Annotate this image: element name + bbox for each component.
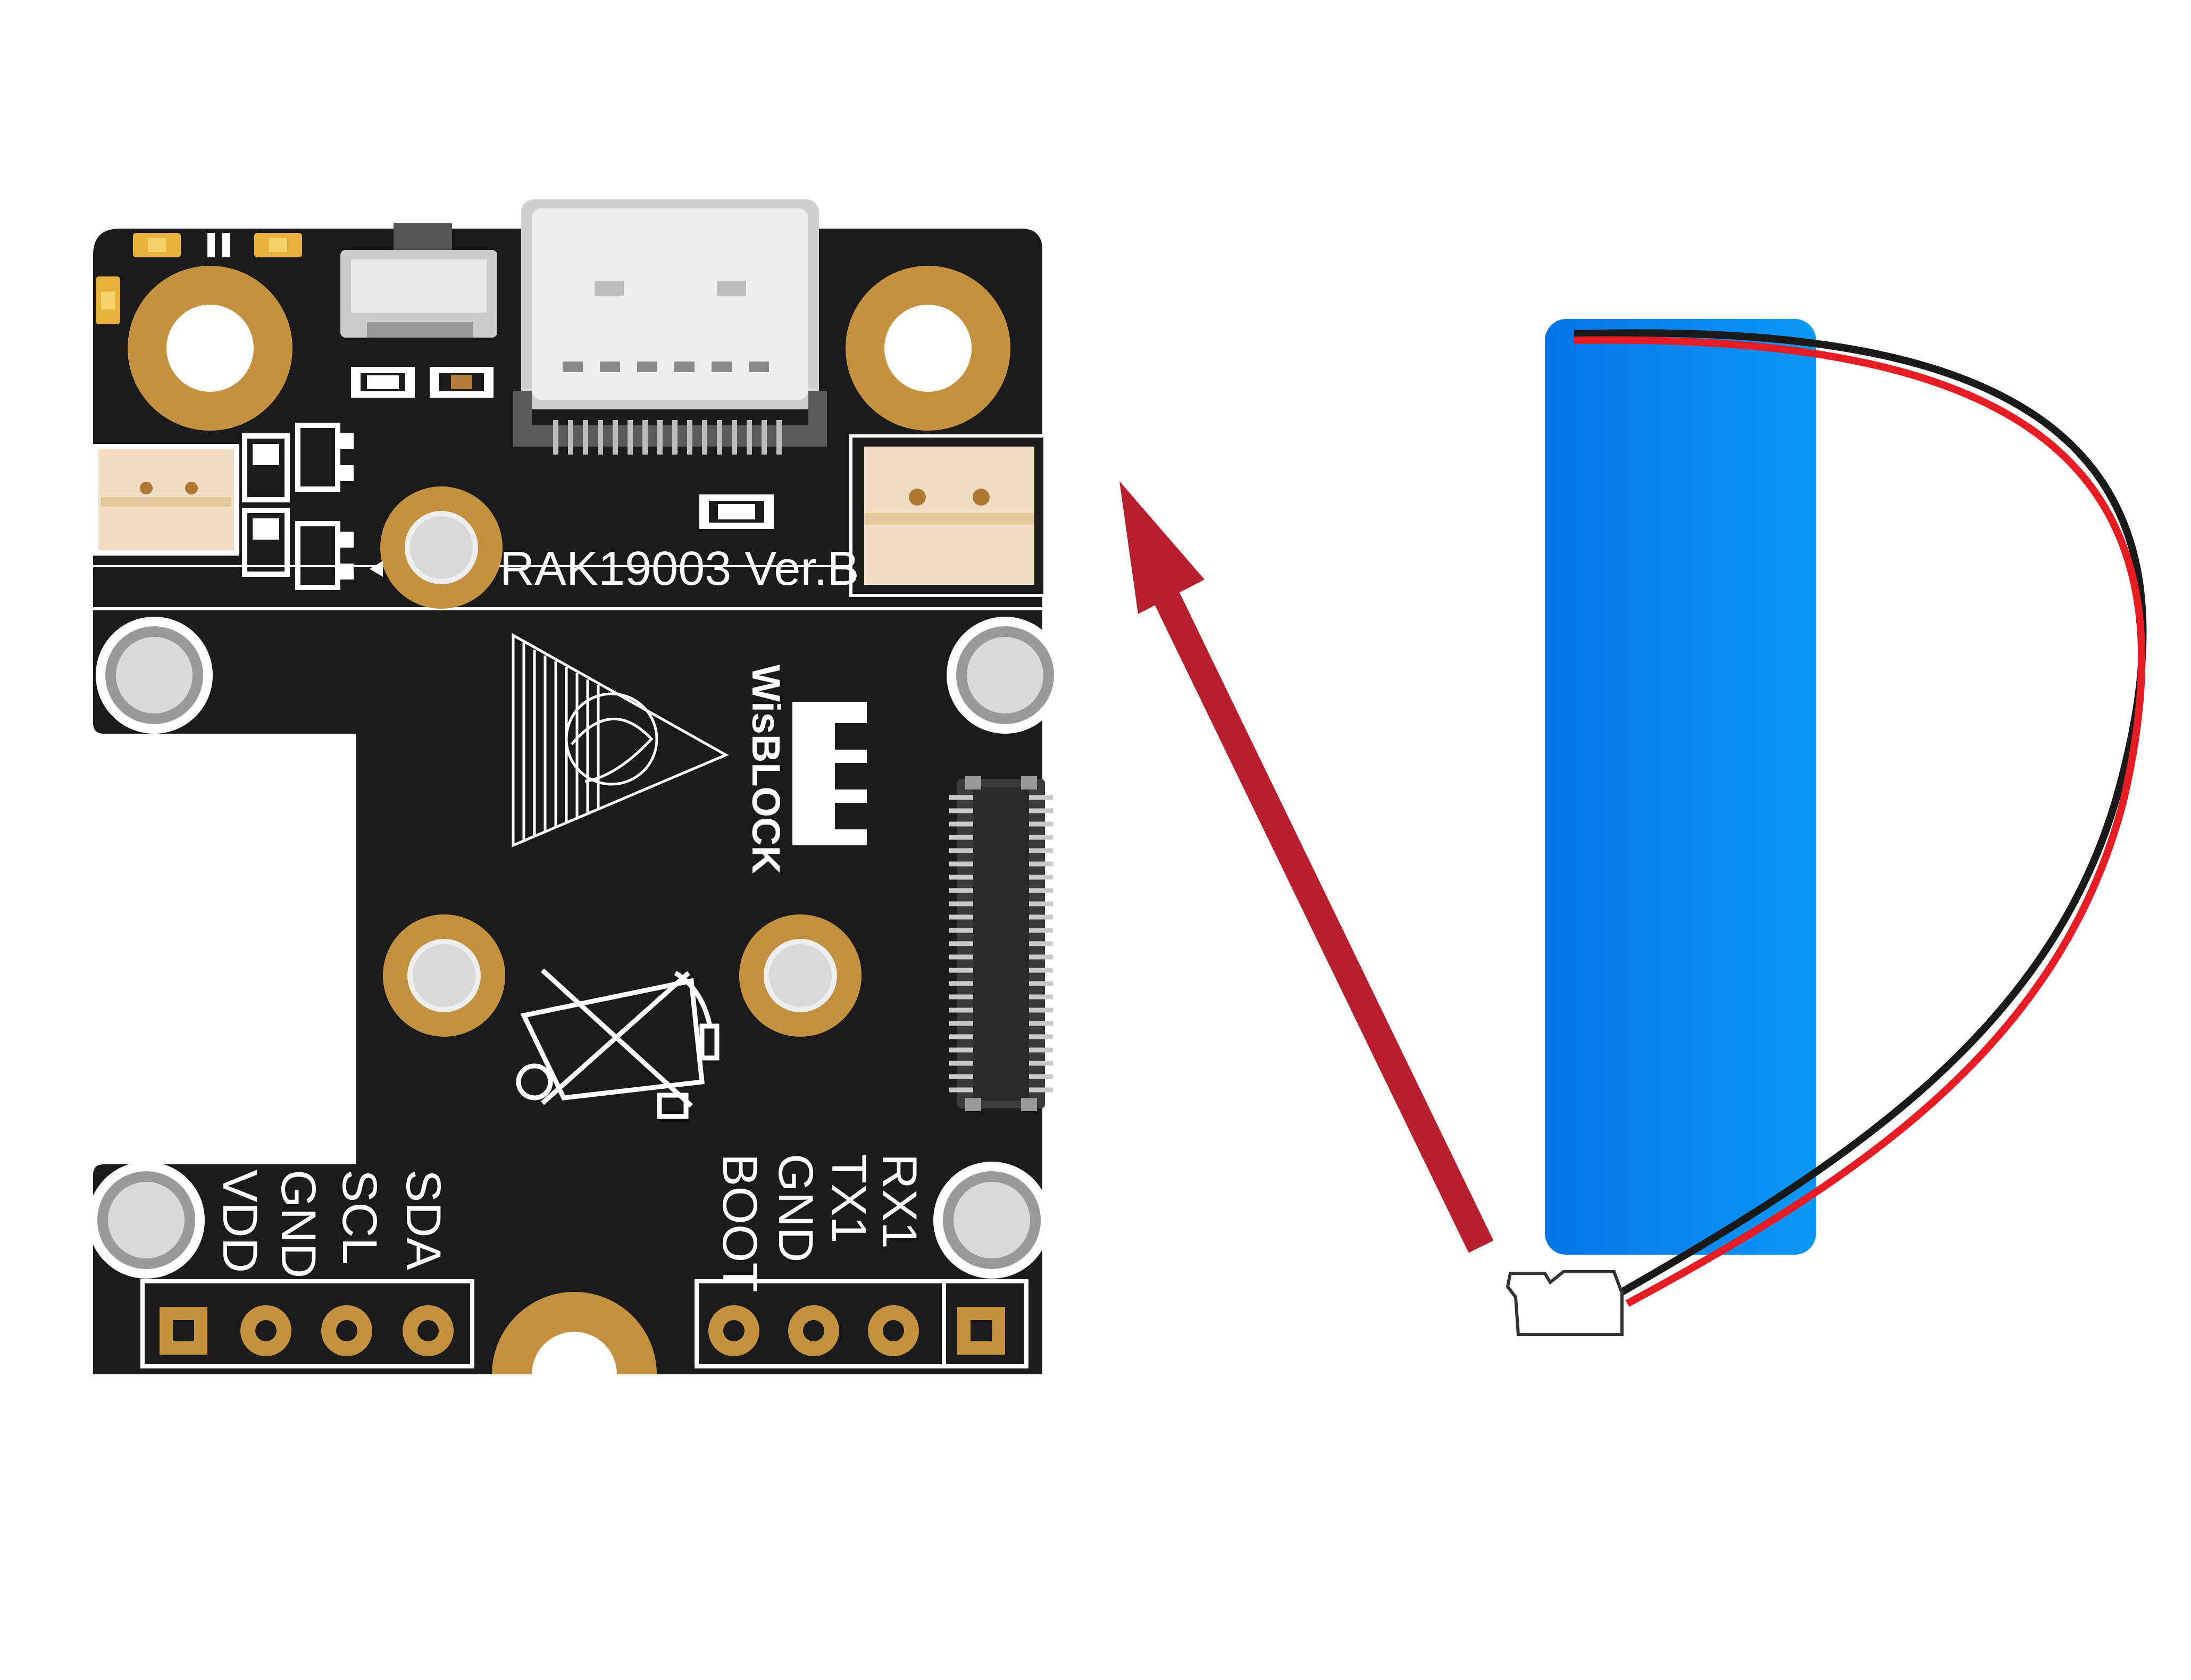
mounting-pad-top-left (128, 266, 292, 431)
screw-hole-right-2 (933, 1162, 1050, 1279)
screw-hole-left-2 (88, 1162, 205, 1279)
arrow-head (1119, 481, 1205, 614)
wisblock-header-outline (792, 702, 867, 845)
jst-connector-right (849, 434, 1047, 597)
battery-wire-positive (1574, 336, 2146, 1307)
screw-hole-right-1 (947, 617, 1064, 734)
pin-label-tx1: TX1 (822, 1154, 876, 1244)
screw-hole-left-1 (96, 617, 213, 734)
board-to-board-connector (949, 776, 1053, 1111)
weee-recycling-icon (516, 968, 720, 1119)
left-pin-labels: VDD GND SCL SDA (213, 1170, 450, 1278)
transistor-components (242, 423, 383, 590)
connection-arrow (1119, 481, 1494, 1253)
usb-c-connector (513, 199, 827, 455)
mounting-pad-top-right (846, 266, 1010, 431)
pin-label-boot: BOOT (713, 1154, 767, 1292)
mounting-pad-bottom-half (492, 1292, 657, 1374)
mounting-pad-mid-right (739, 914, 862, 1037)
mounting-pad-small-center (380, 486, 503, 609)
pin-label-gnd-right: GND (768, 1154, 823, 1262)
right-pin-header (695, 1279, 1028, 1368)
led-components (96, 233, 302, 324)
battery-wire-negative (1574, 329, 2147, 1296)
board-model-label: RAK19003 Ver.B (500, 542, 859, 595)
pin-label-gnd: GND (271, 1170, 325, 1278)
mounting-pad-mid-left (383, 914, 505, 1037)
wisblock-brand-label: WisBLOCK (744, 665, 788, 874)
rak19003-board: RAK19003 Ver.B WisBLOCK VDD GND SCL SDA … (88, 199, 1064, 1374)
pin-label-scl: SCL (332, 1170, 387, 1265)
jst-connector-left (93, 444, 239, 556)
pin-label-sda: SDA (396, 1170, 450, 1271)
battery-body (1545, 319, 1816, 1255)
pin-label-rx1: RX1 (872, 1154, 926, 1249)
right-pin-labels: BOOT GND TX1 RX1 (713, 1154, 926, 1292)
left-pin-header (140, 1279, 474, 1368)
battery-jst-plug (1506, 1270, 1624, 1336)
reset-switch (340, 223, 497, 338)
smd-resistors (351, 367, 774, 529)
lithium-battery (1506, 319, 2147, 1336)
wisblock-triangle-logo (512, 633, 729, 847)
pin-label-vdd: VDD (213, 1170, 267, 1273)
